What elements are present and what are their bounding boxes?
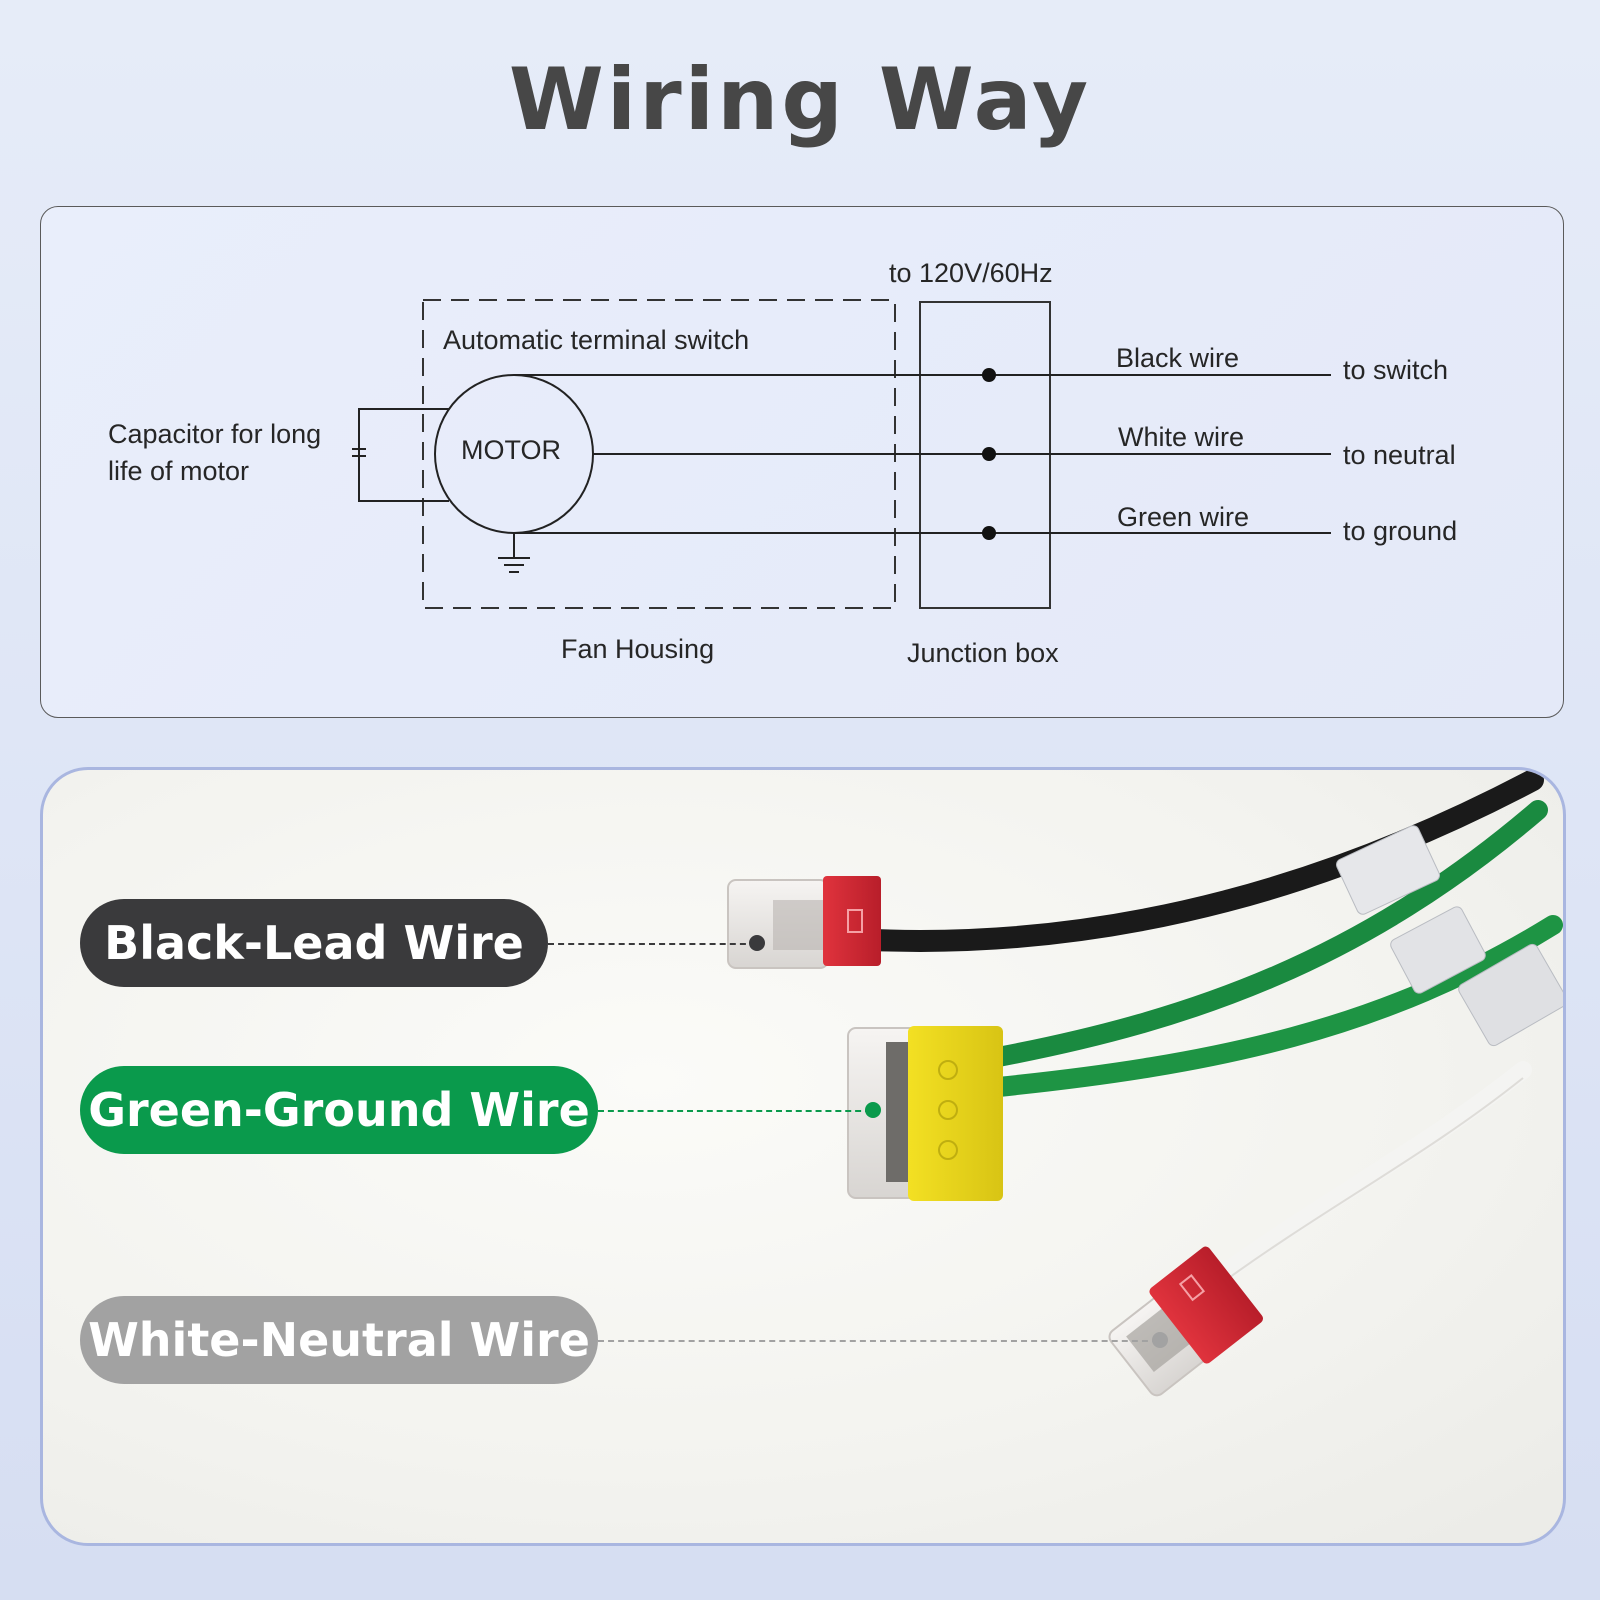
green-ground-wire-upper [988,800,1548,1067]
black-lead-leader-line [548,943,756,945]
junction-dot-white [982,447,996,461]
wire-photo-illustration [727,770,1563,1397]
white-connector-lever-slot [1178,1274,1206,1302]
green-ground-wire-callout: Green-Ground Wire [80,1066,598,1154]
white-connector-red-lever [1149,1246,1263,1364]
junction-label: Junction box [907,638,1059,668]
junction-dot-black [982,368,996,382]
power-label: to 120V/60Hz [889,258,1053,288]
white-neutral-wire-callout: White-Neutral Wire [80,1296,598,1384]
white-neutral-marker-dot [1152,1332,1168,1348]
page-title: Wiring Way [508,50,1092,150]
white-neutral-wire [1199,1061,1532,1294]
green-ground-marker-dot [865,1102,881,1118]
switch-label: Automatic terminal switch [443,325,749,355]
capacitor-label-line2: life of motor [108,456,249,486]
white-neutral-leader-line [598,1340,1158,1342]
green-connector-lever-1 [938,1060,958,1080]
green-connector-lever-2 [938,1100,958,1120]
black-wire-destination: to switch [1343,355,1448,385]
black-wire-label: Black wire [1116,343,1239,373]
black-lead-marker-dot [749,935,765,951]
wire-tag-2 [1390,906,1486,994]
black-lead-wire-callout: Black-Lead Wire [80,899,548,987]
capacitor-label-line1: Capacitor for long [108,419,321,449]
motor-label: MOTOR [461,435,561,465]
wire-tag-1 [1336,825,1440,915]
black-connector-metal [773,900,823,950]
white-wire-label: White wire [1118,422,1244,452]
black-connector-lever-slot [847,909,863,933]
white-wire-destination: to neutral [1343,440,1456,470]
black-lead-wire [862,770,1544,952]
junction-dot-green [982,526,996,540]
green-connector-lever-3 [938,1140,958,1160]
wiring-diagram: to 120V/60Hz Automatic terminal switch C… [108,258,1457,668]
black-connector-red-lever [823,876,881,966]
green-ground-leader-line [598,1110,871,1112]
wire-tag-3 [1458,943,1563,1047]
housing-label: Fan Housing [561,634,714,664]
green-ground-wire-lower [988,915,1563,1097]
white-neutral-wire-shade [1207,1077,1524,1294]
green-wire-destination: to ground [1343,516,1457,546]
white-connector [1108,1246,1263,1397]
wiring-diagram-panel: to 120V/60Hz Automatic terminal switch C… [40,206,1564,718]
wire-photo-panel: Black-Lead Wire Green-Ground Wire White-… [40,767,1566,1546]
green-wire-label: Green wire [1117,502,1249,532]
